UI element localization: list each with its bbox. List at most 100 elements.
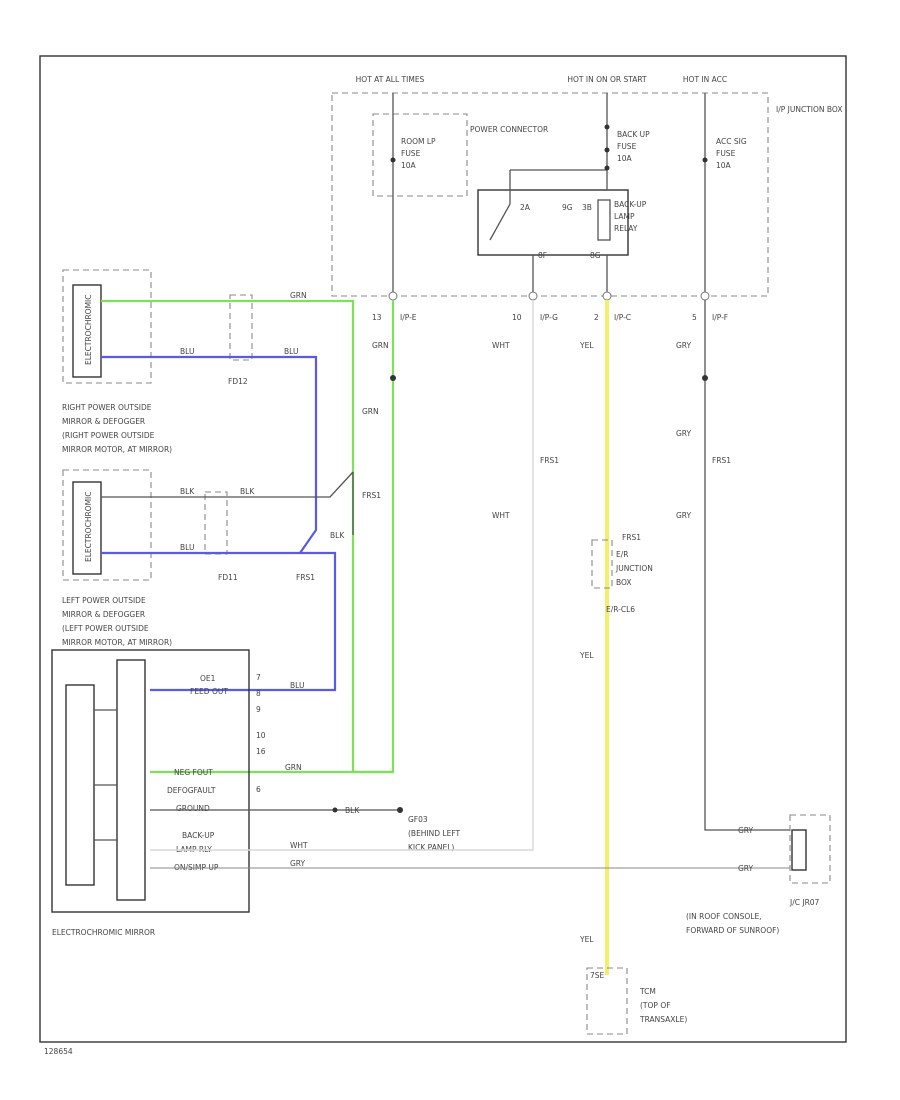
back-up-lamp-relay xyxy=(477,189,629,256)
svg-text:7SE: 7SE xyxy=(590,971,605,980)
er-junction-label: FRS1 E/R JUNCTION BOX E/R-CL6 xyxy=(606,533,653,614)
right-mirror-element xyxy=(72,284,102,378)
er-junction-box xyxy=(591,539,613,589)
wire-label-blk-ground: BLK xyxy=(345,806,360,815)
wire-label-gry-4: GRY xyxy=(738,826,754,835)
wire-blu-right-mirror xyxy=(101,355,318,555)
ip-junction-box xyxy=(331,92,769,297)
fuse-acc-sig: ACC SIG FUSE 10A xyxy=(716,137,747,170)
svg-text:10A: 10A xyxy=(617,154,633,163)
svg-text:BOX: BOX xyxy=(616,578,632,587)
wire-label-blk-3: BLK xyxy=(330,531,345,540)
wire-label-grn-2: GRN xyxy=(372,341,389,350)
wire-label-grn-4: GRN xyxy=(285,763,302,772)
svg-text:LAMP: LAMP xyxy=(614,212,635,221)
wire-label-blu-4: BLU xyxy=(290,681,304,690)
left-mirror-element xyxy=(72,481,102,575)
wire-label-gry-3: GRY xyxy=(676,511,692,520)
svg-text:E/R: E/R xyxy=(616,550,628,559)
svg-text:KICK PANEL): KICK PANEL) xyxy=(408,843,454,852)
ec-mirror-inner-2 xyxy=(116,659,146,901)
svg-text:(TOP OF: (TOP OF xyxy=(640,1001,671,1010)
svg-text:TRANSAXLE): TRANSAXLE) xyxy=(639,1015,687,1024)
ground-gf03: GF03 (BEHIND LEFT KICK PANEL) xyxy=(408,815,461,852)
svg-text:(BEHIND LEFT: (BEHIND LEFT xyxy=(408,829,461,838)
ec-mirror-box xyxy=(51,649,250,913)
svg-text:6: 6 xyxy=(256,785,261,794)
relay-pins: 2A 3B 8F 9G 8G xyxy=(520,203,601,260)
svg-text:I/P-G: I/P-G xyxy=(540,313,558,322)
svg-text:BACK-UP: BACK-UP xyxy=(614,200,647,209)
right-mirror-label: RIGHT POWER OUTSIDE MIRROR & DEFOGGER (R… xyxy=(62,403,172,454)
svg-text:8G: 8G xyxy=(590,251,601,260)
wire-label-gry-5: GRY xyxy=(738,864,754,873)
svg-text:RIGHT POWER OUTSIDE: RIGHT POWER OUTSIDE xyxy=(62,403,152,412)
svg-text:13: 13 xyxy=(372,313,382,322)
svg-text:NEG FOUT: NEG FOUT xyxy=(174,768,213,777)
wire-blu-ec-mirror xyxy=(150,551,337,692)
ec-mirror-pins: FEED OUT NEG FOUT DEFOGFAULT GROUND BACK… xyxy=(167,687,228,872)
wire-wht-back-up xyxy=(150,300,534,851)
svg-text:MIRROR & DEFOGGER: MIRROR & DEFOGGER xyxy=(62,417,145,426)
connector-frs1-a: FRS1 xyxy=(362,491,381,500)
power-source-acc: HOT IN ACC xyxy=(683,75,727,84)
wire-label-wht-2: WHT xyxy=(492,511,510,520)
svg-text:I/P-E: I/P-E xyxy=(400,313,417,322)
ec-mirror-label: ELECTROCHROMIC MIRROR xyxy=(52,928,155,937)
connector-fd11-box xyxy=(204,491,228,555)
wire-label-wht-3: WHT xyxy=(290,841,308,850)
wire-label-gry-2: GRY xyxy=(676,429,692,438)
svg-text:FRS1: FRS1 xyxy=(622,533,641,542)
connector-frs1-c: FRS1 xyxy=(540,456,559,465)
svg-text:16: 16 xyxy=(256,747,266,756)
svg-text:DEFOGFAULT: DEFOGFAULT xyxy=(167,786,216,795)
jc-jr07-element xyxy=(791,829,807,871)
wire-label-yel-3: YEL xyxy=(579,935,594,944)
wire-label-yel-2: YEL xyxy=(579,651,594,660)
svg-text:2: 2 xyxy=(594,313,599,322)
diagram-frame xyxy=(39,55,847,1043)
svg-text:GF03: GF03 xyxy=(408,815,428,824)
svg-text:ACC SIG: ACC SIG xyxy=(716,137,747,146)
jc-jr07-label: J/C JR07 (IN ROOF CONSOLE, FORWARD OF SU… xyxy=(686,898,820,935)
power-source-on-start: HOT IN ON OR START xyxy=(567,75,647,84)
svg-text:3B: 3B xyxy=(582,203,592,212)
wire-label-gry-6: GRY xyxy=(290,859,306,868)
wire-label-blk-1: BLK xyxy=(180,487,195,496)
ip-junction-box-label: I/P JUNCTION BOX xyxy=(776,105,842,114)
wire-blk-left-mirror xyxy=(101,471,354,498)
wire-label-grn-1: GRN xyxy=(290,291,307,300)
svg-text:8F: 8F xyxy=(538,251,547,260)
connector-fd11: FD11 xyxy=(218,573,238,582)
svg-text:2A: 2A xyxy=(520,203,531,212)
connector-frs1-d: FRS1 xyxy=(712,456,731,465)
svg-text:7: 7 xyxy=(256,673,261,682)
svg-text:FUSE: FUSE xyxy=(716,149,736,158)
svg-text:FEED OUT: FEED OUT xyxy=(190,687,228,696)
svg-text:E/R-CL6: E/R-CL6 xyxy=(606,605,635,614)
power-connector-box xyxy=(372,113,468,197)
relay-label: BACK-UP LAMP RELAY xyxy=(614,200,647,233)
svg-text:ROOM LP: ROOM LP xyxy=(401,137,436,146)
power-connector-label: POWER CONNECTOR xyxy=(470,125,548,134)
left-mirror-label: LEFT POWER OUTSIDE MIRROR & DEFOGGER (LE… xyxy=(62,596,172,647)
connector-fd12-box xyxy=(229,294,253,361)
svg-text:BACK-UP: BACK-UP xyxy=(182,831,215,840)
connector-frs1-b: FRS1 xyxy=(296,573,315,582)
svg-text:10: 10 xyxy=(512,313,522,322)
svg-text:(IN ROOF CONSOLE,: (IN ROOF CONSOLE, xyxy=(686,912,762,921)
wire-label-yel-1: YEL xyxy=(579,341,594,350)
connector-ip-c: 2 I/P-C xyxy=(594,291,631,322)
relay-switch-symbol xyxy=(489,190,611,241)
ec-mirror-connector: OE1 xyxy=(200,674,216,683)
fuse-room-lp: ROOM LP FUSE 10A xyxy=(401,137,436,170)
svg-text:MIRROR MOTOR, AT MIRROR): MIRROR MOTOR, AT MIRROR) xyxy=(62,445,172,454)
svg-text:RELAY: RELAY xyxy=(614,224,638,233)
wire-label-blu-3: BLU xyxy=(180,543,194,552)
svg-text:MIRROR MOTOR, AT MIRROR): MIRROR MOTOR, AT MIRROR) xyxy=(62,638,172,647)
svg-text:FORWARD OF SUNROOF): FORWARD OF SUNROOF) xyxy=(686,926,779,935)
wire-label-blu-1: BLU xyxy=(180,347,194,356)
wire-label-blu-2: BLU xyxy=(284,347,298,356)
wire-label-blk-2: BLK xyxy=(240,487,255,496)
